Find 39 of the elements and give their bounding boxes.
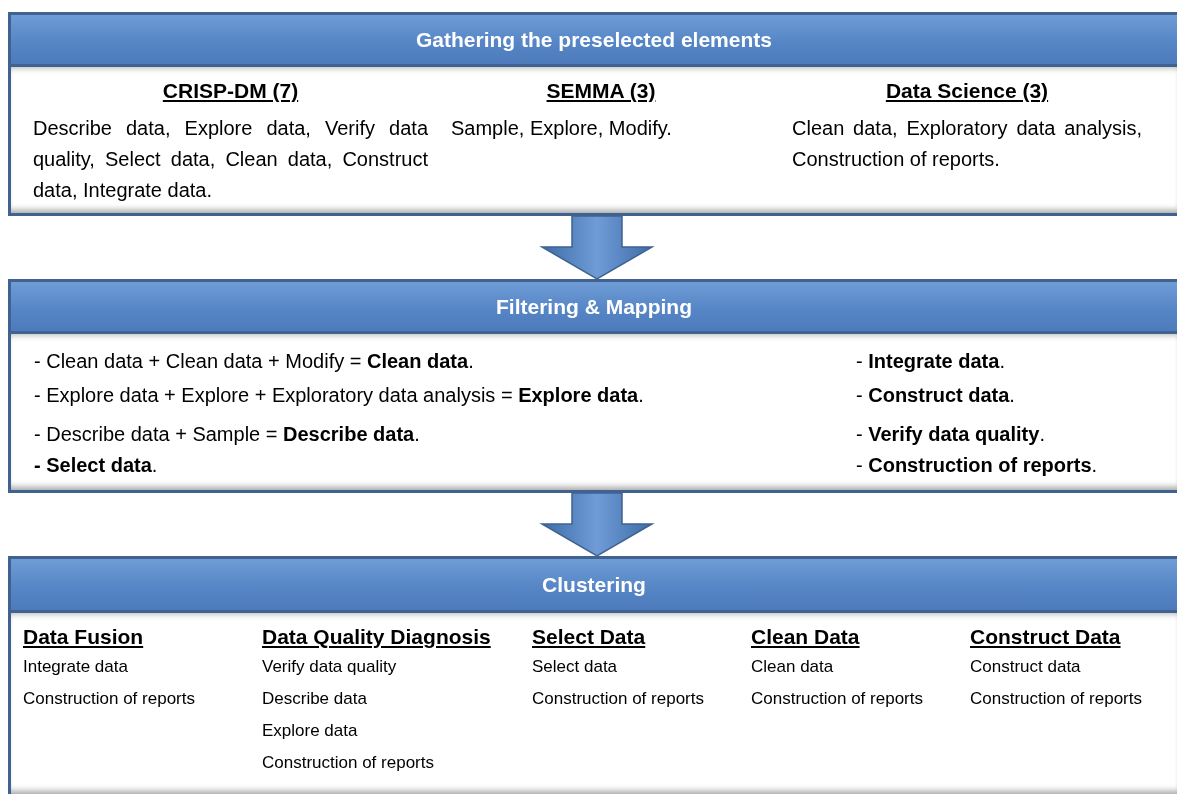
list-item: Construction of reports xyxy=(751,688,924,710)
column-text: Clean data, Exploratory data analysis, Construction of reports. xyxy=(792,116,1142,172)
column-heading: SEMMA (3) xyxy=(545,79,657,103)
list-item: Construction of reports xyxy=(262,752,435,774)
mapping-line: - Explore data + Explore + Exploratory data analysis = Explore data. xyxy=(34,384,644,407)
mapping-line: - Select data. xyxy=(34,454,158,477)
stage-panel xyxy=(8,279,1177,493)
list-item: Integrate data xyxy=(23,656,129,678)
list-item: Verify data quality xyxy=(262,656,398,678)
panel-header: Clustering xyxy=(11,559,1177,613)
stage-panel xyxy=(8,556,1177,794)
column-text: Sample, Explore, Modify. xyxy=(451,116,673,141)
mapping-line: - Construction of reports. xyxy=(856,454,1098,477)
list-item: Construction of reports xyxy=(532,688,705,710)
panel-header: Gathering the preselected elements xyxy=(11,15,1177,67)
block-arrow xyxy=(539,492,655,557)
column-heading: CRISP-DM (7) xyxy=(161,79,300,103)
cluster-heading: Data Fusion xyxy=(23,625,145,649)
list-item: Explore data xyxy=(262,720,359,742)
mapping-line: - Describe data + Sample = Describe data. xyxy=(34,423,420,446)
mapping-line: - Construct data. xyxy=(856,384,1015,407)
stage-panel xyxy=(8,12,1177,216)
block-arrow xyxy=(539,215,655,280)
cluster-heading: Select Data xyxy=(532,625,647,649)
panel-header: Filtering & Mapping xyxy=(11,282,1177,334)
column-heading: Data Science (3) xyxy=(884,79,1050,103)
list-item: Clean data xyxy=(751,656,835,678)
list-item: Describe data xyxy=(262,688,368,710)
column-text: Describe data, Explore data, Verify data quality, Select data, Clean data, Construct data, Integrate data. xyxy=(33,116,428,203)
list-item: Construction of reports xyxy=(23,688,196,710)
mapping-line: - Verify data quality. xyxy=(856,423,1045,446)
list-item: Construction of reports xyxy=(970,688,1143,710)
mapping-line: - Integrate data. xyxy=(856,350,1005,373)
cluster-heading: Clean Data xyxy=(751,625,861,649)
cluster-heading: Construct Data xyxy=(970,625,1122,649)
cluster-heading: Data Quality Diagnosis xyxy=(262,625,492,649)
mapping-line: - Clean data + Clean data + Modify = Clean data. xyxy=(34,350,474,373)
list-item: Construct data xyxy=(970,656,1082,678)
list-item: Select data xyxy=(532,656,619,678)
